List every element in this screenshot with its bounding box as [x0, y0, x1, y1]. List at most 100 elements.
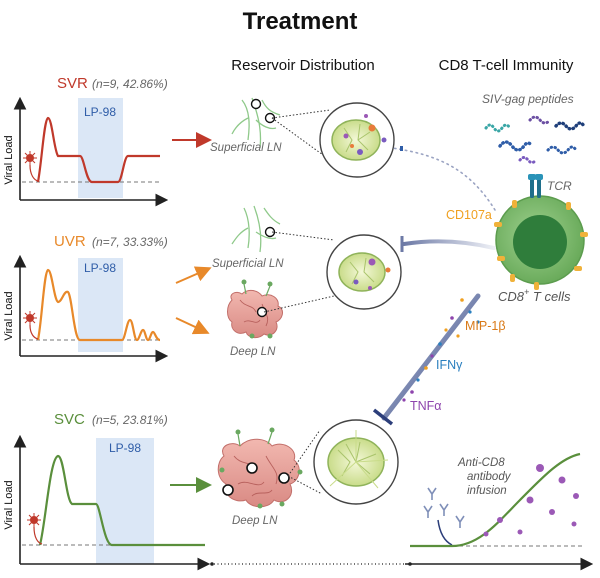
deep-ln-2-bud-d	[297, 469, 303, 475]
uvr-virus-icon	[23, 311, 37, 325]
deep-ln-2-bud-b	[269, 427, 275, 433]
svc-label: SVC	[54, 411, 85, 428]
superficial-ln-1: Superficial LN	[210, 97, 282, 154]
deep-ln-1-stalk-a	[243, 283, 247, 295]
svc-drug-label: LP-98	[109, 441, 141, 455]
svr-label: SVR	[57, 75, 88, 92]
rebound-viral-curve	[410, 452, 581, 548]
deep-ln-1-gut-folds	[239, 299, 269, 327]
ln-1-virion-b	[357, 149, 363, 155]
svc-y-label: Viral Load	[3, 480, 15, 529]
deep-ln-1: Deep LN	[227, 279, 283, 358]
uvr-label: UVR	[54, 233, 86, 250]
ln-2-virion-a	[368, 258, 376, 266]
ln-1-virion-c	[343, 133, 349, 139]
ifn-label: IFNγ	[436, 358, 463, 372]
svr-viral-curve	[36, 116, 160, 184]
uvr-stats: (n=7, 33.33%)	[92, 235, 168, 249]
ln-1-virion-e	[364, 114, 368, 118]
deep-ln-2-gut-shape	[217, 438, 300, 508]
svc-panel: SVC (n=5, 23.81%) LP-98 Viral Load	[3, 411, 211, 571]
uvr-flow-arrow-deep	[175, 317, 210, 335]
peptides-label: SIV-gag peptides	[482, 92, 574, 106]
zoom-line-3a	[287, 429, 321, 477]
antibody-line-3: infusion	[467, 485, 507, 497]
immunity-header: CD8 T-cell Immunity	[439, 57, 574, 74]
rebound-virions	[483, 464, 579, 537]
ln-2-sinuses	[349, 257, 375, 285]
reservoir-header: Reservoir Distribution	[231, 57, 374, 74]
ln-2-virion-c	[385, 267, 391, 273]
cd8-t-cell	[494, 174, 588, 290]
peptide-chain-purple	[528, 115, 552, 125]
ln-1-virion-d	[381, 137, 387, 143]
uvr-panel: UVR (n=7, 33.33%) LP-98 Viral Load	[3, 233, 169, 363]
svc-virus-icon	[27, 513, 41, 527]
deep-ln-1-bud-a	[241, 279, 247, 285]
cd8-suffix: T cells	[529, 289, 571, 304]
superficial-ln-2: Superficial LN	[212, 205, 284, 270]
zoom-line-1b	[271, 117, 331, 161]
tcell-receptor-b	[497, 256, 505, 261]
superficial-ln-1-vessels	[231, 97, 281, 149]
svc-treatment-window	[96, 438, 154, 564]
tcr-label: TCR	[547, 179, 572, 193]
antibody-icons	[423, 487, 465, 528]
cd8-superscript: +	[524, 287, 529, 297]
svr-infection-arrow	[29, 164, 39, 182]
ln-zoom-circle-2	[326, 234, 402, 310]
ln-2-virion-d	[368, 286, 372, 290]
deep-ln-2-node-a	[246, 462, 258, 474]
svc-infection-arrow	[33, 526, 43, 545]
deep-ln-2-node-c	[222, 484, 234, 496]
rule-dot-left	[210, 562, 214, 566]
cd107a-inhibit-arrow	[402, 239, 496, 250]
uvr-drug-label: LP-98	[84, 261, 116, 275]
deep-ln-1-node	[256, 306, 268, 318]
superficial-ln-1-node-b	[264, 112, 276, 124]
uvr-flow-arrow-superficial	[175, 266, 212, 284]
cd107a-label: CD107a	[446, 208, 492, 222]
uvr-treatment-window	[78, 258, 123, 352]
zoom-line-3b	[287, 475, 323, 495]
svr-virus-icon	[23, 151, 37, 165]
deep-ln-1-bud-d	[267, 333, 273, 339]
cd8-tcells-label: CD8+ T cells	[498, 287, 571, 304]
svc-stats: (n=5, 23.81%)	[92, 413, 168, 427]
svc-viral-curve	[38, 454, 205, 547]
anti-cd8-panel: Anti-CD8 antibody infusion	[410, 452, 585, 548]
siv-gag-peptides	[484, 115, 586, 164]
tcell-receptor-d	[566, 202, 571, 210]
ln-zoom-circle-1	[319, 102, 395, 178]
deep-ln-2: Deep LN	[217, 427, 303, 527]
tcell-migration-trail	[391, 147, 496, 211]
tcell-receptor-c	[512, 200, 517, 208]
ln-zoom-circle-3	[313, 419, 399, 505]
trail-molecule	[400, 146, 403, 151]
tnf-label: TNFα	[410, 399, 442, 413]
tcell-receptor-g	[534, 282, 539, 290]
tcell-receptor-e	[580, 232, 588, 237]
rule-dot-right	[408, 562, 412, 566]
uvr-viral-curve	[36, 268, 161, 342]
figure-title: Treatment	[243, 8, 358, 35]
cd8-name: CD8	[498, 289, 525, 304]
ln-2-virion-b	[353, 279, 359, 285]
deep-ln-1-bud-c	[249, 333, 255, 339]
deep-ln-2-bud-f	[279, 501, 285, 507]
deep-ln-2-label: Deep LN	[232, 515, 278, 527]
antibody-line-2: antibody	[467, 471, 512, 483]
zoom-line-2a	[271, 231, 335, 241]
ln-2-node-body	[338, 252, 386, 292]
superficial-ln-1-label: Superficial LN	[210, 142, 282, 154]
deep-ln-1-stalk-b	[265, 285, 271, 297]
uvr-infection-arrow	[29, 324, 39, 340]
svr-panel: SVR (n=9, 42.86%) LP-98 Viral Load	[3, 75, 169, 207]
tcr-icon	[528, 174, 543, 198]
deep-ln-2-bud-c	[219, 467, 225, 473]
deep-ln-1-label: Deep LN	[230, 346, 276, 358]
tcell-receptor-h	[510, 274, 515, 282]
cytokine-inhibit-bar	[372, 408, 394, 426]
